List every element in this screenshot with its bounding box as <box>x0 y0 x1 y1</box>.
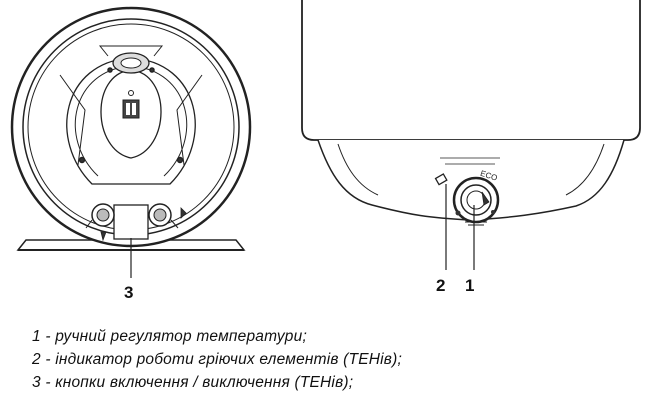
heating-indicator <box>434 173 448 186</box>
tank-body <box>301 0 641 141</box>
control-panel <box>100 69 162 159</box>
legend-item-1: 1 - ручний регулятор температури; <box>32 328 307 345</box>
legend-item-3: 3 - кнопки включення / виключення (ТЕНів… <box>32 374 354 391</box>
power-switches <box>122 99 140 119</box>
bottom-view <box>10 6 252 278</box>
callout-2: 2 <box>436 276 446 295</box>
front-view: ECO <box>301 0 641 270</box>
pipe-bracket <box>113 204 149 240</box>
legend-list: 1 - ручний регулятор температури; 2 - ін… <box>32 325 402 394</box>
water-heater-diagram: ECO <box>10 0 641 278</box>
callout-1: 1 <box>465 276 475 295</box>
callout-3: 3 <box>124 283 134 302</box>
legend-item-2: 2 - індикатор роботи гріючих елементів (… <box>32 351 402 368</box>
inner-cover <box>66 57 196 185</box>
